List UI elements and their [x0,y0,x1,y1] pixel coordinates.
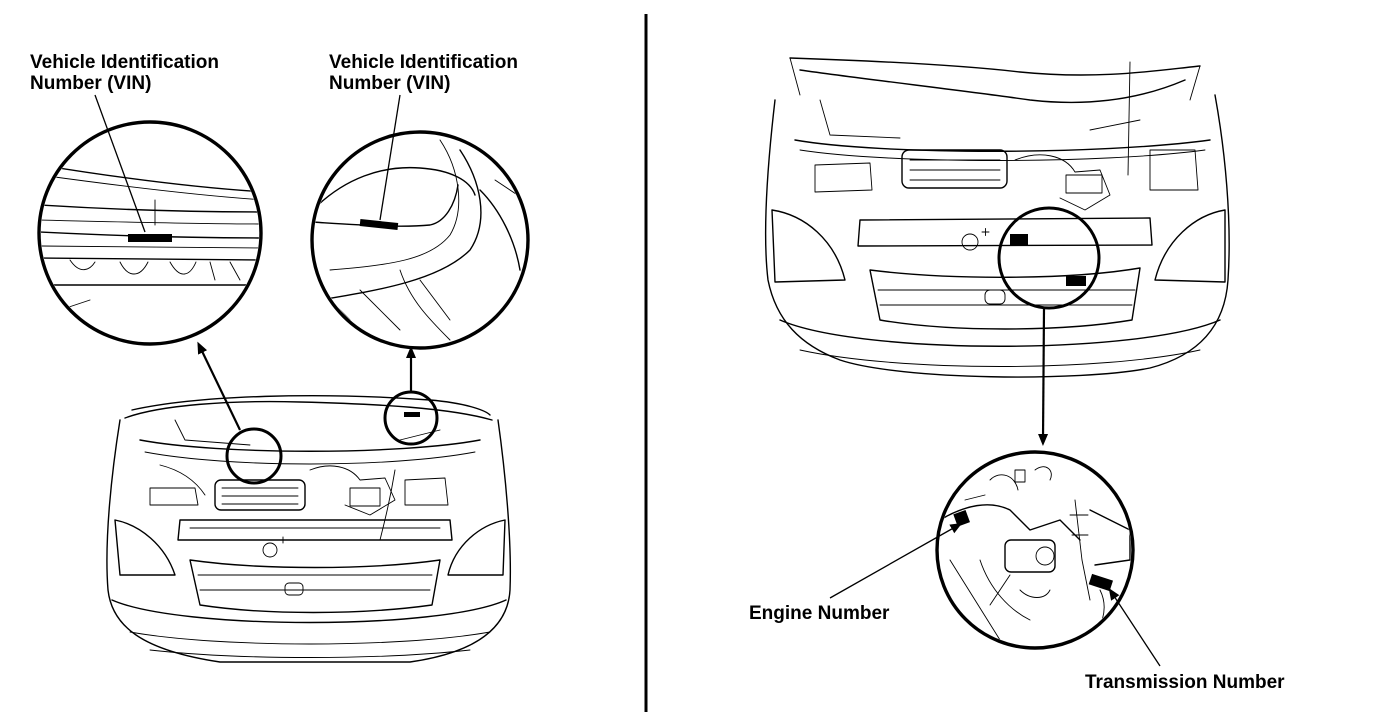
engine-number-leader [829,523,963,599]
vin-cowl-zoom-circle [37,120,263,346]
vin-right-label-line1: Vehicle Identification [329,52,518,73]
vin-right-label: Vehicle Identification Number (VIN) [329,52,518,94]
engine-transmission-zoom-circle [935,450,1135,650]
vin-plate-strut [359,219,399,230]
engine-number-label: Engine Number [749,603,890,624]
left-vehicle-drawing [106,390,512,663]
right-vehicle-drawing [764,57,1230,378]
vin-right-label-line2: Number (VIN) [329,73,451,94]
transmission-number-leader [1108,587,1161,667]
transmission-number-label: Transmission Number [1085,672,1285,693]
vin-left-leader [94,94,146,233]
engine-number-plate [953,509,970,527]
vin-left-label-line1: Vehicle Identification [30,52,219,73]
transmission-number-plate [1088,573,1114,592]
left-zoom-arrow [197,341,241,431]
engine-zoom-arrow [1038,307,1049,446]
vin-strut-zoom-circle [310,130,530,350]
vin-right-leader [379,94,401,221]
vin-left-label-line2: Number (VIN) [30,73,152,94]
vin-left-label: Vehicle Identification Number (VIN) [30,52,219,94]
vin-plate-cowl [128,234,172,242]
